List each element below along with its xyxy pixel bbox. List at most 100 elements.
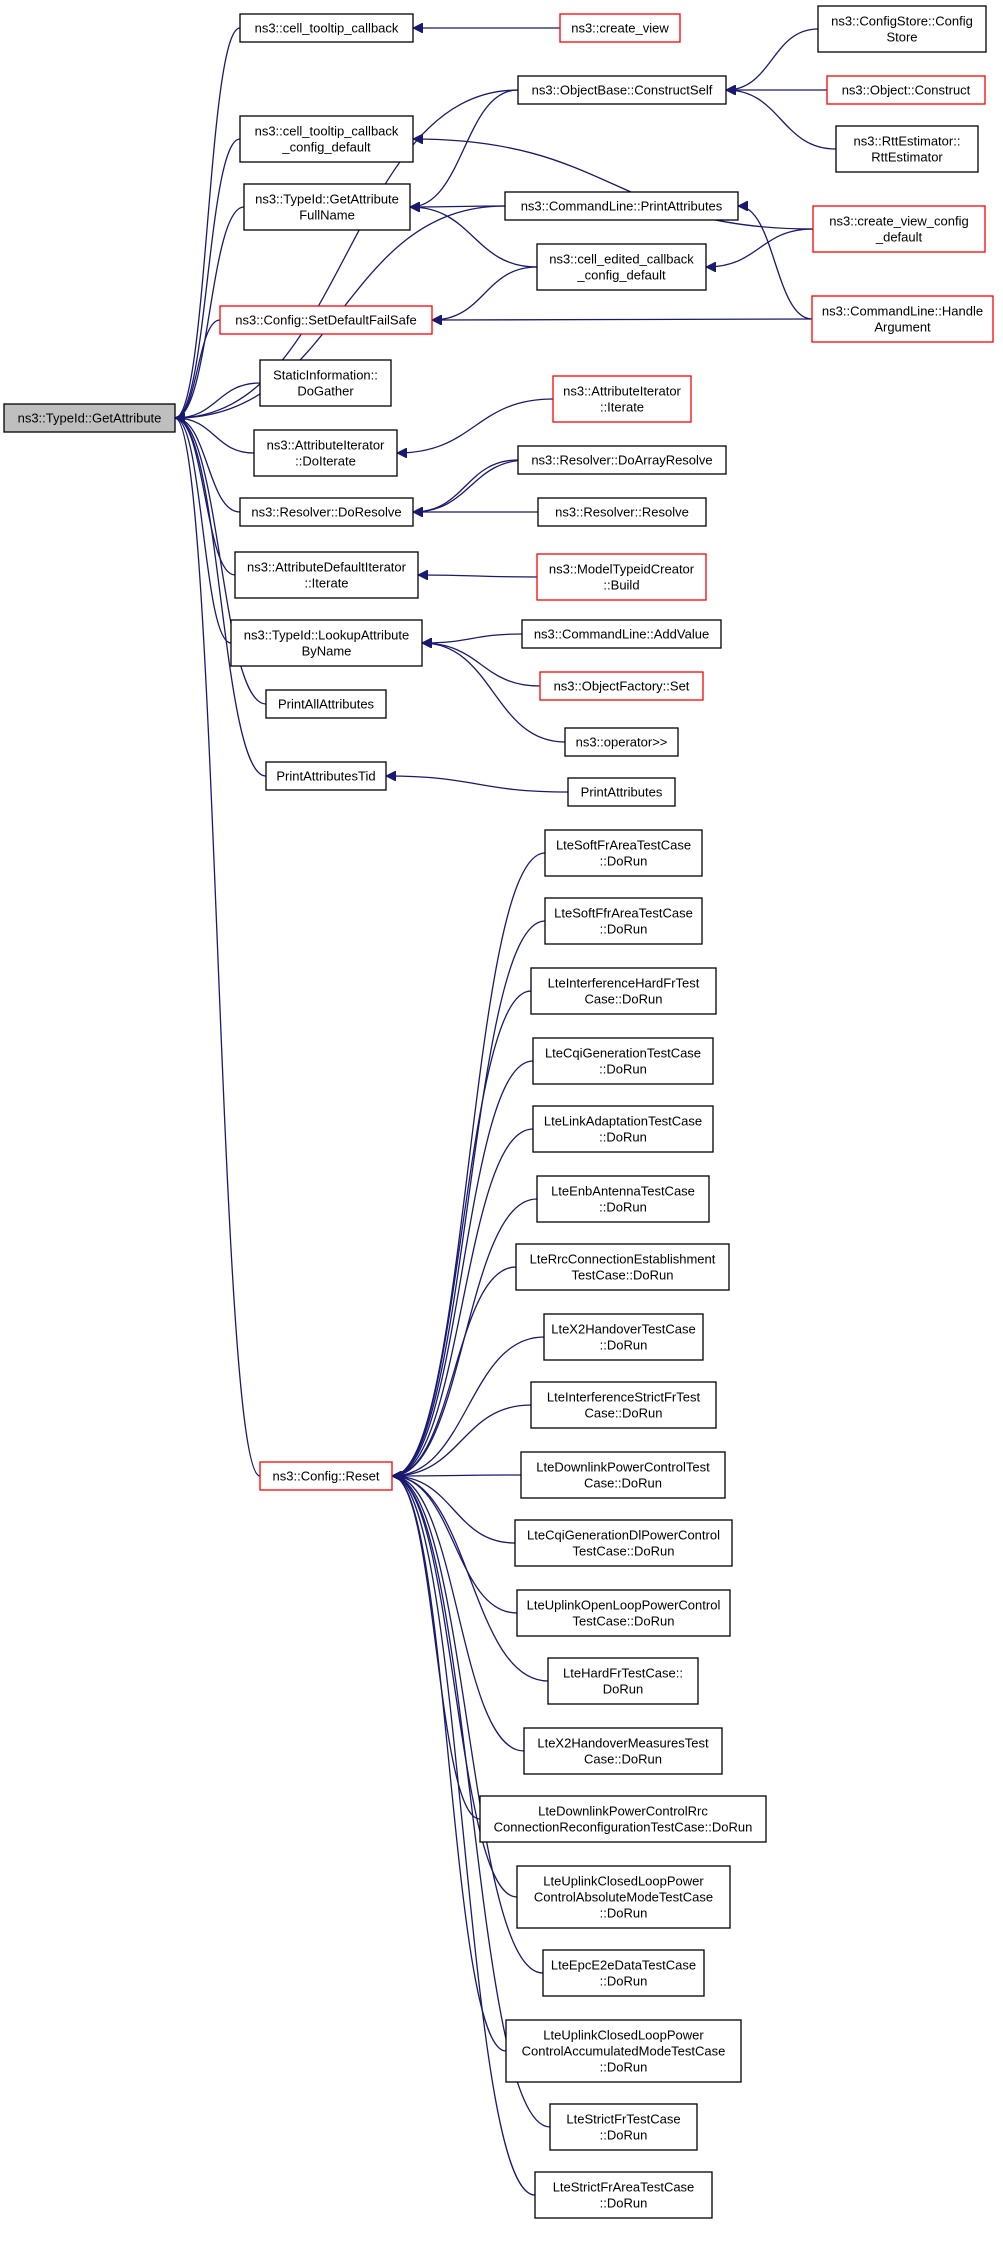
edge-operator-shift-to-typeid-lookup-attribute-by-name xyxy=(422,643,566,743)
node-label-line: LteLinkAdaptationTestCase xyxy=(544,1114,702,1129)
node-print-attributes[interactable]: PrintAttributes xyxy=(567,777,676,807)
node-box xyxy=(504,191,739,221)
node-commandline-print-attributes[interactable]: ns3::CommandLine::PrintAttributes xyxy=(504,191,739,221)
node-box xyxy=(564,727,679,757)
node-rtt-estimator[interactable]: ns3::RttEstimator::RttEstimator xyxy=(835,125,979,173)
node-commandline-add-value[interactable]: ns3::CommandLine::AddValue xyxy=(521,619,722,649)
node-t8[interactable]: LteX2HandoverTestCase::DoRun xyxy=(543,1313,704,1361)
node-label-line: ::DoRun xyxy=(599,1130,647,1145)
edge-t20-to-config-reset xyxy=(392,1476,536,2196)
node-print-attributes-tid[interactable]: PrintAttributesTid xyxy=(265,761,387,791)
node-label-line: LteInterferenceStrictFrTest xyxy=(547,1390,701,1405)
node-resolver-do-array-resolve[interactable]: ns3::Resolver::DoArrayResolve xyxy=(517,445,727,475)
node-label-line: ns3::cell_tooltip_callback xyxy=(255,21,399,36)
node-label-line: ns3::cell_edited_callback xyxy=(549,252,694,267)
node-t20[interactable]: LteStrictFrAreaTestCase::DoRun xyxy=(534,2171,713,2219)
node-label-line: LteHardFrTestCase:: xyxy=(563,1666,683,1681)
node-box xyxy=(265,761,387,791)
node-root[interactable]: ns3::TypeId::GetAttribute xyxy=(3,403,176,433)
node-box xyxy=(826,75,986,105)
node-t4[interactable]: LteCqiGenerationTestCase::DoRun xyxy=(532,1037,714,1085)
edge-create-view-config-default-to-cell-edited-callback-config-default xyxy=(706,228,814,267)
node-t18[interactable]: LteUplinkClosedLoopPowerControlAccumulat… xyxy=(505,2019,742,2083)
node-label-line: ns3::Resolver::Resolve xyxy=(555,505,689,520)
edge-config-reset-to-root xyxy=(174,418,261,1477)
edge-t8-to-config-reset xyxy=(392,1336,545,1476)
node-t11[interactable]: LteCqiGenerationDlPowerControlTestCase::… xyxy=(514,1519,733,1567)
node-t17[interactable]: LteEpcE2eDataTestCase::DoRun xyxy=(542,1949,705,1997)
node-model-typeid-creator-build[interactable]: ns3::ModelTypeidCreator::Build xyxy=(536,553,707,601)
node-box xyxy=(817,5,987,53)
node-label-line: ns3::ObjectBase::ConstructSelf xyxy=(532,83,713,98)
node-config-store[interactable]: ns3::ConfigStore::ConfigStore xyxy=(817,5,987,53)
node-label-line: StaticInformation:: xyxy=(273,368,378,383)
node-label-line: ByName xyxy=(302,644,352,659)
edge-t19-to-config-reset xyxy=(392,1476,551,2128)
node-cell-edited-callback-config-default[interactable]: ns3::cell_edited_callback_config_default xyxy=(536,243,707,291)
node-static-information-do-gather[interactable]: StaticInformation::DoGather xyxy=(259,359,392,407)
node-t12[interactable]: LteUplinkOpenLoopPowerControlTestCase::D… xyxy=(516,1589,731,1637)
node-label-line: LteRrcConnectionEstablishment xyxy=(530,1252,716,1267)
node-label-line: ns3::Config::SetDefaultFailSafe xyxy=(235,313,416,328)
node-create-view-config-default[interactable]: ns3::create_view_config_default xyxy=(812,205,986,253)
node-label-line: ::DoRun xyxy=(600,2060,648,2075)
node-t15[interactable]: LteDownlinkPowerControlRrcConnectionReco… xyxy=(479,1795,767,1843)
node-label-line: ::DoRun xyxy=(599,1200,647,1215)
node-t19[interactable]: LteStrictFrTestCase::DoRun xyxy=(549,2103,698,2151)
node-t16[interactable]: LteUplinkClosedLoopPowerControlAbsoluteM… xyxy=(516,1865,731,1929)
edge-commandline-print-attributes-to-typeid-get-attribute-full-name xyxy=(410,206,506,207)
node-object-base-construct-self[interactable]: ns3::ObjectBase::ConstructSelf xyxy=(517,75,727,105)
node-label-line: ns3::Resolver::DoArrayResolve xyxy=(531,453,712,468)
node-config-reset[interactable]: ns3::Config::Reset xyxy=(259,1461,393,1491)
edge-cell-tooltip-callback-to-root xyxy=(174,27,241,418)
node-label-line: ::DoRun xyxy=(600,2128,648,2143)
node-box xyxy=(559,13,681,43)
node-label-line: ::Iterate xyxy=(600,400,644,415)
node-t2[interactable]: LteSoftFfrAreaTestCase::DoRun xyxy=(544,897,703,945)
node-label-line: ns3::Resolver::DoResolve xyxy=(251,505,401,520)
node-t1[interactable]: LteSoftFrAreaTestCase::DoRun xyxy=(544,829,703,877)
node-box xyxy=(516,1589,731,1637)
node-cell-tooltip-callback-config-default[interactable]: ns3::cell_tooltip_callback_config_defaul… xyxy=(239,115,414,163)
nodes-layer: ns3::TypeId::GetAttribute ns3::cell_toolt… xyxy=(3,5,994,2219)
node-box xyxy=(532,1105,714,1153)
node-create-view[interactable]: ns3::create_view xyxy=(559,13,681,43)
node-operator-shift[interactable]: ns3::operator>> xyxy=(564,727,679,757)
node-t6[interactable]: LteEnbAntennaTestCase::DoRun xyxy=(536,1175,710,1223)
node-print-all-attributes[interactable]: PrintAllAttributes xyxy=(265,689,387,719)
edge-typeid-lookup-attribute-by-name-to-root xyxy=(174,418,232,644)
edge-print-all-attributes-to-root xyxy=(174,418,267,705)
node-attribute-default-iterator-iterate[interactable]: ns3::AttributeDefaultIterator::Iterate xyxy=(234,551,419,599)
node-object-factory-set[interactable]: ns3::ObjectFactory::Set xyxy=(539,671,704,701)
node-box xyxy=(552,375,692,423)
node-cell-tooltip-callback[interactable]: ns3::cell_tooltip_callback xyxy=(239,13,414,43)
node-object-construct[interactable]: ns3::Object::Construct xyxy=(826,75,986,105)
node-label-line: ::DoRun xyxy=(600,1338,648,1353)
edge-t1-to-config-reset xyxy=(392,852,546,1476)
node-resolver-do-resolve[interactable]: ns3::Resolver::DoResolve xyxy=(239,497,414,527)
node-box xyxy=(265,689,387,719)
node-label-line: RttEstimator xyxy=(871,150,943,165)
node-box xyxy=(812,205,986,253)
node-t7[interactable]: LteRrcConnectionEstablishmentTestCase::D… xyxy=(515,1243,730,1291)
node-attribute-iterator-iterate[interactable]: ns3::AttributeIterator::Iterate xyxy=(552,375,692,423)
node-label-line: _default xyxy=(875,230,923,245)
node-config-set-default-fail-safe[interactable]: ns3::Config::SetDefaultFailSafe xyxy=(219,305,433,335)
node-attribute-iterator-do-iterate[interactable]: ns3::AttributeIterator::DoIterate xyxy=(253,429,398,477)
edge-static-information-do-gather-to-root xyxy=(175,382,261,418)
node-resolver-resolve[interactable]: ns3::Resolver::Resolve xyxy=(537,497,707,527)
node-box xyxy=(549,2103,698,2151)
edge-cell-edited-callback-config-default-to-typeid-get-attribute-full-name xyxy=(410,207,538,268)
node-label-line: LteUplinkOpenLoopPowerControl xyxy=(527,1598,721,1613)
node-box xyxy=(567,777,676,807)
node-box xyxy=(219,305,433,335)
node-t5[interactable]: LteLinkAdaptationTestCase::DoRun xyxy=(532,1105,714,1153)
node-t13[interactable]: LteHardFrTestCase::DoRun xyxy=(547,1657,699,1705)
